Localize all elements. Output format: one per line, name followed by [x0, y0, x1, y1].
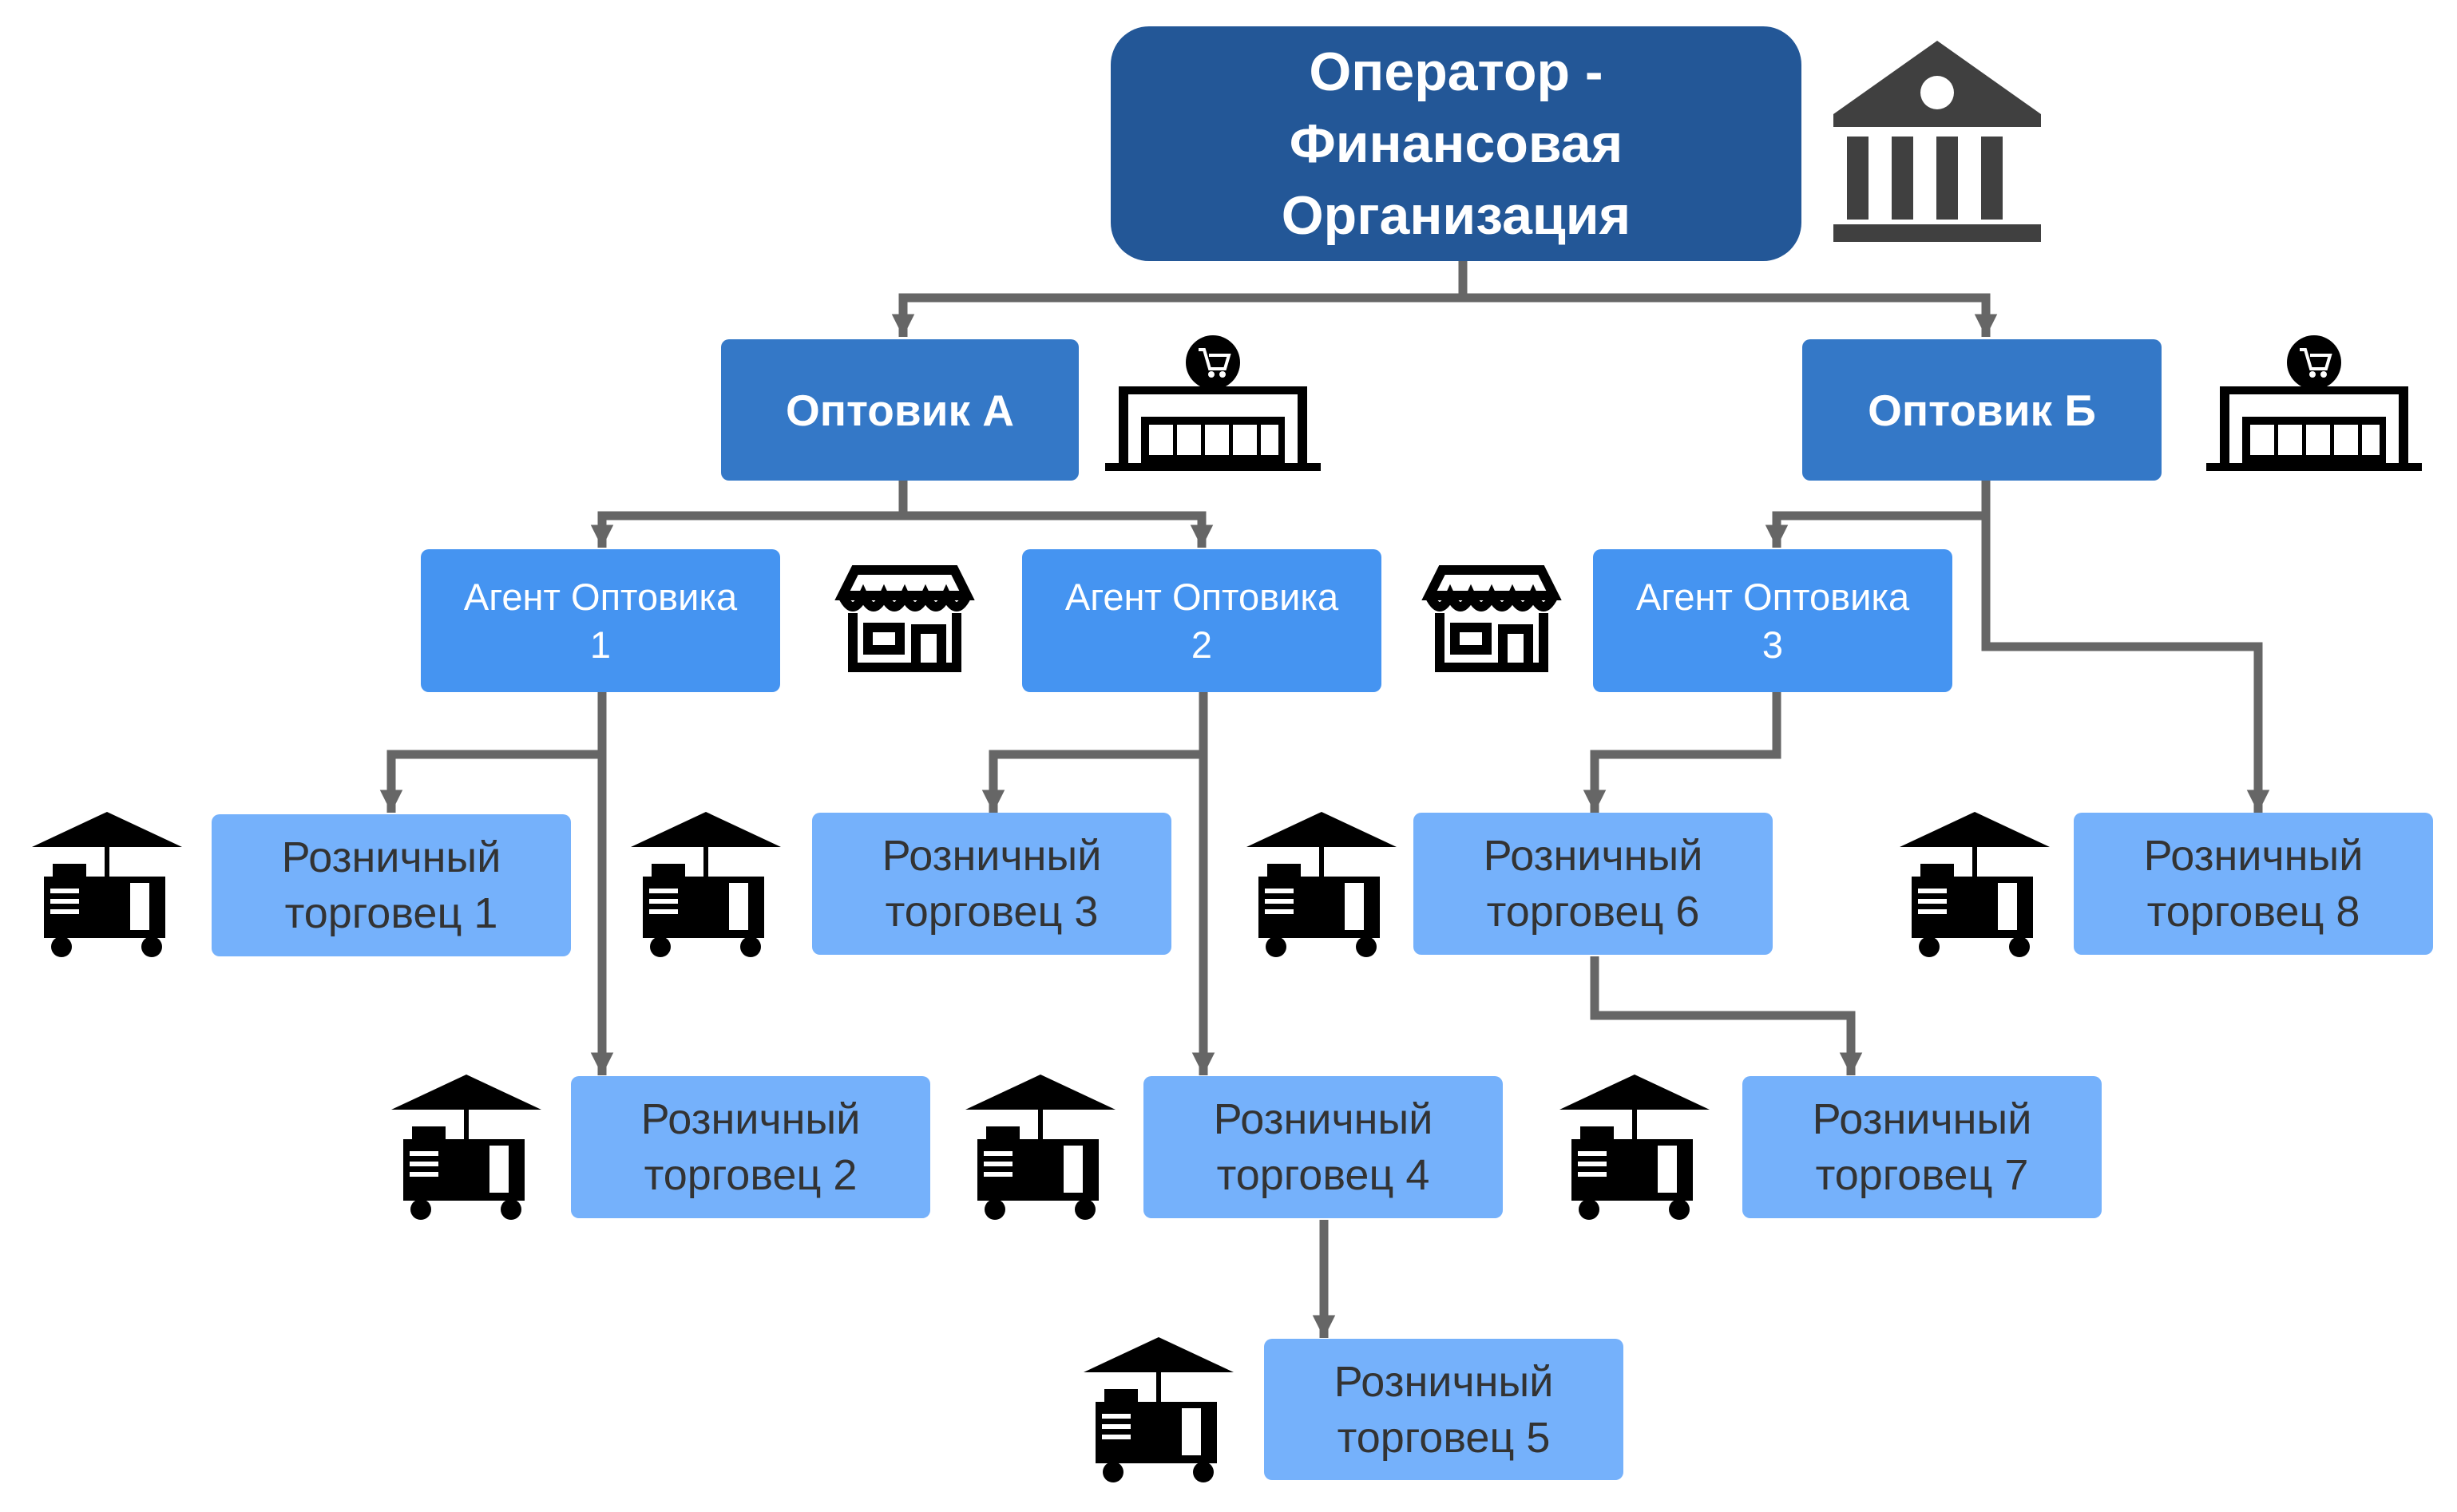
link-operator-wholesaler-b [1463, 293, 1998, 337]
wholesaler-a-node: Оптовик А [721, 339, 1079, 481]
agent-1-node: Агент Оптовика 1 [421, 549, 780, 692]
agent-2-label: Агент Оптовика 2 [1064, 575, 1339, 666]
wholesaler-b-node: Оптовик Б [1802, 339, 2162, 481]
link-wholesaler-b-retailer-8 [1981, 516, 2270, 813]
link-agent-3-retailer-6 [1583, 692, 1781, 813]
operator-label: Оператор - Финансовая Организация [1281, 42, 1631, 246]
agent-3-label: Агент Оптовика 3 [1635, 575, 1910, 666]
food-cart-icon [1246, 812, 1397, 957]
link-wholesaler-b-agent-3 [1765, 481, 1991, 548]
shop-icon [842, 570, 967, 667]
food-cart-icon [631, 812, 781, 957]
agent-3-node: Агент Оптовика 3 [1593, 549, 1952, 692]
retailer-8-node: Розничный торговец 8 [2074, 813, 2433, 955]
store-cart-icon [1104, 334, 1322, 473]
retailer-5-node: Розничный торговец 5 [1264, 1339, 1623, 1480]
food-cart-icon [965, 1075, 1116, 1220]
retailer-6-node: Розничный торговец 6 [1413, 813, 1773, 955]
food-cart-icon [391, 1075, 541, 1220]
retailer-7-node: Розничный торговец 7 [1742, 1076, 2102, 1218]
link-retailer-6-retailer-7 [1590, 956, 1863, 1075]
link-operator-wholesaler-a [891, 261, 1468, 337]
retailer-4-label: Розничный торговец 4 [1213, 1095, 1433, 1199]
food-cart-icon [1559, 1075, 1710, 1220]
bank-icon [1833, 41, 2041, 242]
retailer-1-label: Розничный торговец 1 [281, 833, 501, 937]
food-cart-icon [1900, 812, 2050, 957]
agent-1-label: Агент Оптовика 1 [463, 575, 738, 666]
retailer-4-node: Розничный торговец 4 [1143, 1076, 1503, 1218]
shop-icon [1429, 570, 1554, 667]
retailer-1-node: Розничный торговец 1 [212, 814, 571, 956]
wholesaler-b-label: Оптовик Б [1868, 385, 2096, 435]
link-wholesaler-a-agent-2 [903, 511, 1214, 548]
food-cart-icon [32, 812, 182, 957]
retailer-8-label: Розничный торговец 8 [2143, 832, 2364, 936]
food-cart-icon [1084, 1337, 1234, 1482]
retailer-7-label: Розничный торговец 7 [1812, 1095, 2032, 1199]
retailer-3-label: Розничный торговец 3 [882, 832, 1102, 936]
store-cart-icon [2205, 334, 2423, 473]
wholesaler-a-label: Оптовик А [786, 385, 1014, 435]
retailer-5-label: Розничный торговец 5 [1334, 1357, 1554, 1462]
retailer-3-node: Розничный торговец 3 [812, 813, 1171, 955]
link-agent-1-retailer-1 [379, 692, 607, 813]
link-wholesaler-a-agent-1 [590, 481, 908, 548]
link-agent-2-retailer-3 [981, 692, 1208, 813]
retailer-2-node: Розничный торговец 2 [571, 1076, 930, 1218]
retailer-6-label: Розничный торговец 6 [1483, 832, 1703, 936]
retailer-2-label: Розничный торговец 2 [640, 1095, 861, 1199]
operator-node: Оператор - Финансовая Организация [1111, 26, 1801, 261]
agent-2-node: Агент Оптовика 2 [1022, 549, 1381, 692]
